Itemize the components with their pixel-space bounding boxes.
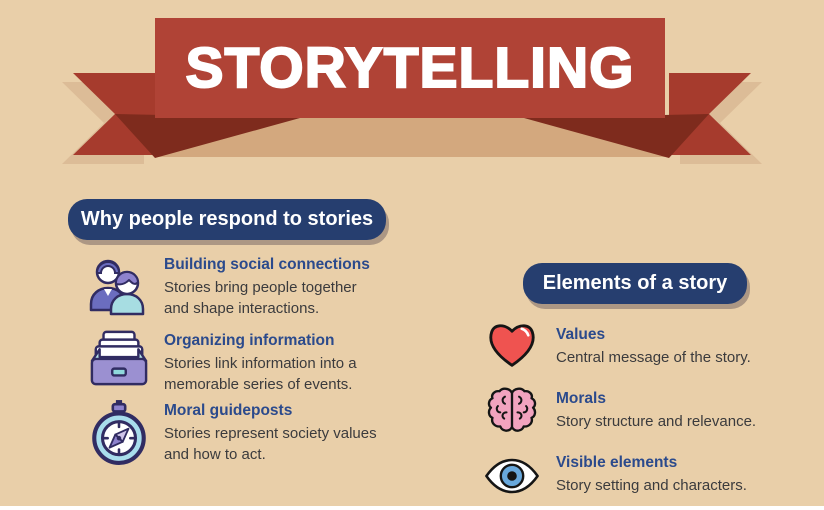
item-title: Visible elements xyxy=(556,454,678,471)
list-item: Building social connections Stories brin… xyxy=(86,252,380,319)
list-item: Visible elements Story setting and chara… xyxy=(484,446,796,500)
item-title: Morals xyxy=(556,390,606,407)
section-heading-label: Elements of a story xyxy=(542,272,728,294)
brain-icon xyxy=(484,382,540,438)
item-title: Building social connections xyxy=(164,256,370,273)
item-description: Central message of the story. xyxy=(556,349,751,366)
section-heading-why-people-respond: Why people respond to stories xyxy=(68,199,386,240)
eye-icon xyxy=(484,446,540,500)
item-description: Story setting and characters. xyxy=(556,477,747,494)
page-title: STORYTELLING xyxy=(184,35,635,101)
item-description: Stories link information into a memorabl… xyxy=(164,355,357,393)
ribbon-right-fold xyxy=(524,114,709,158)
item-title: Values xyxy=(556,326,606,343)
bottom-edge-strip xyxy=(0,506,824,510)
list-item: Morals Story structure and relevance. xyxy=(484,382,796,438)
section-heading-label: Why people respond to stories xyxy=(80,208,374,230)
item-title: Moral guideposts xyxy=(164,402,293,419)
item-description: Stories represent society values and how… xyxy=(164,425,377,463)
heart-icon xyxy=(484,318,540,372)
tray-icon xyxy=(86,328,152,395)
ribbon-banner-graphic xyxy=(62,18,762,164)
list-item: Values Central message of the story. xyxy=(484,318,796,372)
people-icon xyxy=(86,252,152,319)
item-description: Stories bring people together and shape … xyxy=(164,279,357,317)
list-item: Moral guideposts Stories represent socie… xyxy=(86,398,380,466)
section-heading-elements-of-story: Elements of a story xyxy=(523,263,747,304)
ribbon-left-fold xyxy=(115,114,300,158)
item-title: Organizing information xyxy=(164,332,335,349)
compass-icon xyxy=(86,398,152,466)
list-item: Organizing information Stories link info… xyxy=(86,328,380,395)
item-description: Story structure and relevance. xyxy=(556,413,757,430)
ribbon-main-band xyxy=(155,18,665,118)
